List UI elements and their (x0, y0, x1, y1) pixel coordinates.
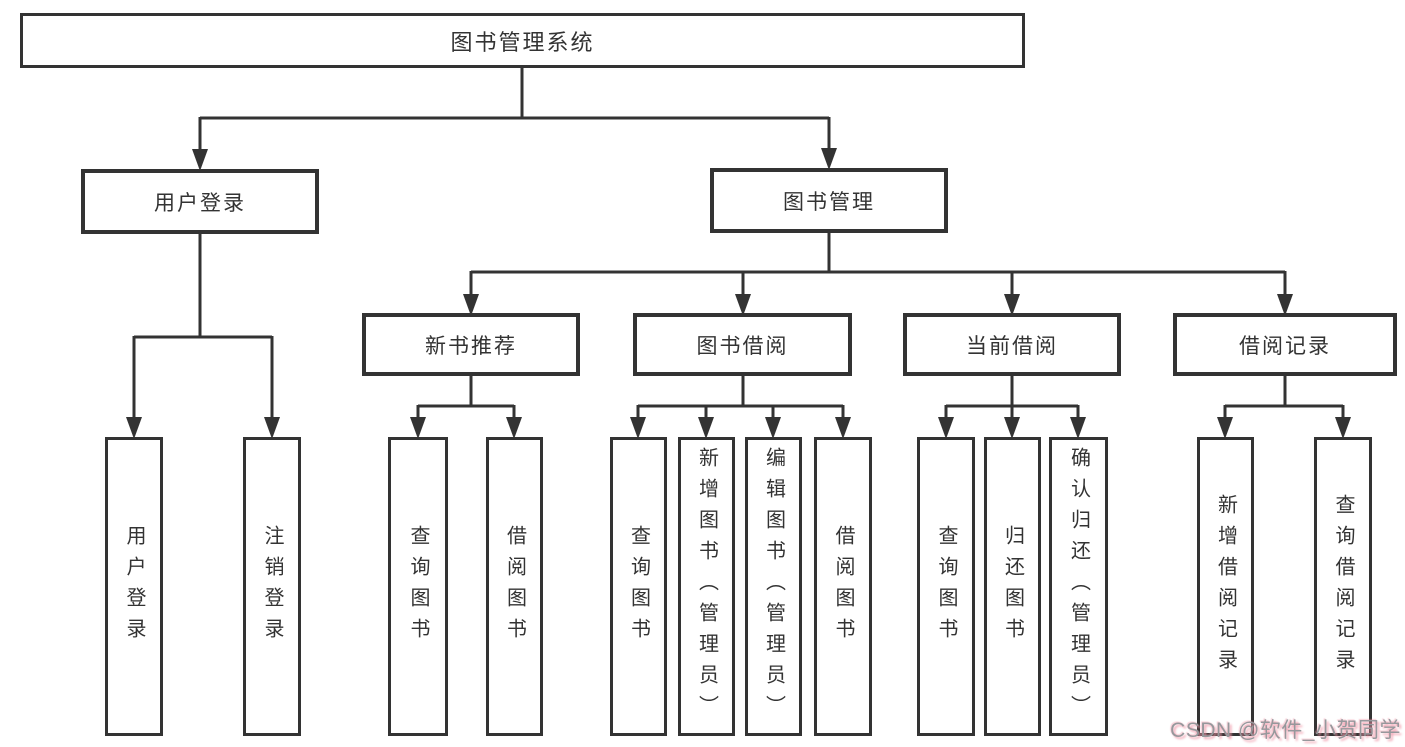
leaf-user-login: 用户登录 (105, 437, 163, 736)
leaf-label: 用户登录 (123, 524, 145, 649)
connector-book-borrow-to-leaves (630, 375, 851, 439)
leaf-label: 查询图书 (935, 524, 957, 649)
arrow-down-icon (463, 294, 479, 316)
arrow-down-icon (630, 417, 646, 439)
leaf-label: 查询图书 (627, 524, 650, 649)
leaf-label: 编辑图书︵管理员︶ (762, 447, 785, 726)
leaf-label: 查询图书 (407, 524, 429, 649)
arrow-down-icon (192, 149, 208, 171)
leaf-edit-books-admin: 编辑图书︵管理员︶ (745, 437, 802, 736)
leaf-logout: 注销登录 (243, 437, 301, 736)
leaf-label: 借阅图书 (832, 524, 854, 649)
leaf-return-books: 归还图书 (984, 437, 1041, 736)
arrow-down-icon (835, 417, 851, 439)
leaf-label: 新增图书︵管理员︶ (695, 447, 718, 726)
node-user-login: 用户登录 (81, 169, 319, 234)
leaf-label: 新增借阅记录 (1214, 493, 1237, 680)
leaf-add-books-admin: 新增图书︵管理员︶ (678, 437, 735, 736)
arrow-down-icon (126, 417, 142, 439)
node-borrow-records: 借阅记录 (1173, 313, 1397, 376)
arrow-down-icon (1277, 294, 1293, 316)
node-book-borrow: 图书借阅 (633, 313, 852, 376)
node-root-library-system: 图书管理系统 (20, 13, 1025, 68)
node-new-book-recommend: 新书推荐 (362, 313, 580, 376)
leaf-label: 查询借阅记录 (1332, 493, 1354, 680)
leaf-query-books-recommend: 查询图书 (388, 437, 448, 736)
arrow-down-icon (938, 417, 954, 439)
leaf-query-borrow-record: 查询借阅记录 (1314, 437, 1372, 736)
leaf-label: 借阅图书 (503, 524, 526, 649)
arrow-down-icon (1004, 294, 1020, 316)
leaf-label: 归还图书 (1001, 524, 1024, 649)
connector-new-book-recommend-to-leaves (410, 375, 522, 439)
arrow-down-icon (506, 417, 522, 439)
csdn-watermark: CSDN @软件_小贺同学 (1170, 719, 1401, 742)
leaf-label: 注销登录 (261, 524, 283, 649)
connector-book-management-to-level3 (463, 231, 1293, 316)
arrow-down-icon (264, 417, 280, 439)
leaf-label: 确认归还︵管理员︶ (1067, 447, 1090, 726)
node-current-borrow: 当前借阅 (903, 313, 1121, 376)
connector-user-login-to-leaves (126, 233, 280, 439)
connector-root-to-level2 (192, 66, 837, 171)
arrow-down-icon (410, 417, 426, 439)
leaf-borrow-books: 借阅图书 (814, 437, 872, 736)
leaf-borrow-books-recommend: 借阅图书 (486, 437, 543, 736)
arrow-down-icon (1335, 417, 1351, 439)
arrow-down-icon (765, 417, 781, 439)
leaf-query-books-borrow: 查询图书 (610, 437, 667, 736)
arrow-down-icon (698, 417, 714, 439)
arrow-down-icon (735, 294, 751, 316)
connector-borrow-records-to-leaves (1217, 375, 1351, 439)
leaf-add-borrow-record: 新增借阅记录 (1197, 437, 1254, 736)
leaf-confirm-return-admin: 确认归还︵管理员︶ (1049, 437, 1108, 736)
arrow-down-icon (1004, 417, 1020, 439)
arrow-down-icon (1217, 417, 1233, 439)
arrow-down-icon (1070, 417, 1086, 439)
node-book-management: 图书管理 (710, 168, 948, 233)
arrow-down-icon (821, 148, 837, 170)
leaf-query-books-current: 查询图书 (917, 437, 975, 736)
connector-current-borrow-to-leaves (938, 375, 1086, 439)
